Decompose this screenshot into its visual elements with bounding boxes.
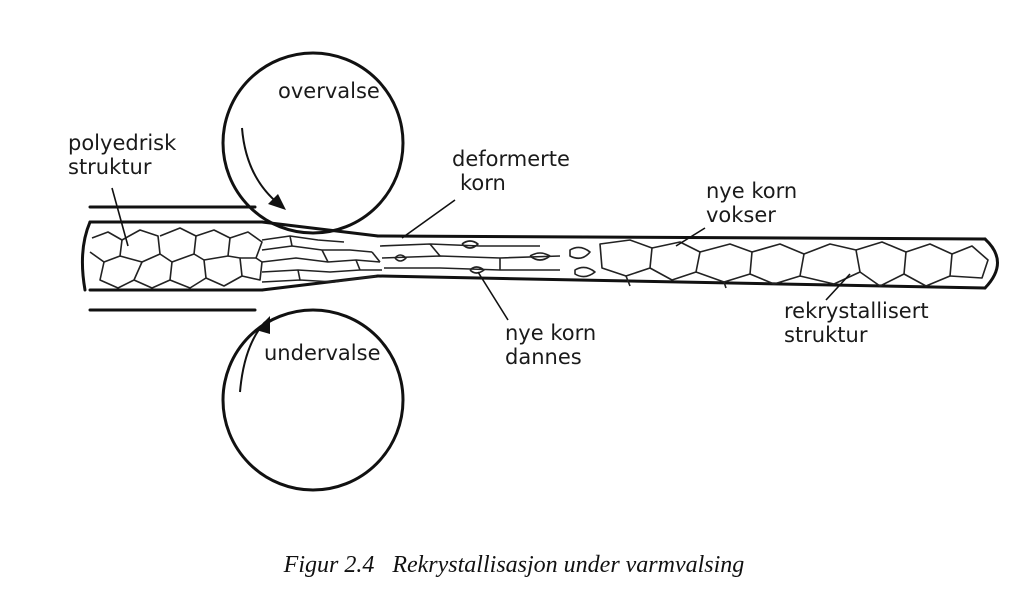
figure-caption: Figur 2.4 Rekrystallisasjon under varmva… (0, 552, 1028, 579)
upper-roll-rotation-arrow (241, 127, 281, 206)
new-grains-form-label-line2: dannes (505, 345, 582, 369)
new-grains-grow-leader-line (675, 227, 706, 247)
figure-number: Figur 2.4 (283, 552, 375, 578)
new-grains-grow-label-line2: vokser (706, 203, 776, 227)
metal-strip-outline (80, 205, 999, 312)
upper-roll-label: overvalse (278, 79, 380, 103)
recrystallized-leader-line (825, 273, 851, 301)
new-grains-form-leader-line (477, 271, 509, 321)
upper-roll-arrowhead (268, 194, 286, 210)
lower-roll (221, 308, 405, 492)
deformed-leader-line (401, 199, 456, 239)
upper-roll (221, 51, 405, 235)
deformed-grains-label-line1: deformerte (452, 147, 570, 171)
polyhedral-leader-line (111, 187, 129, 247)
recrystallized-structure-label-line2: struktur (784, 323, 868, 347)
new-grains-form-label-line1: nye korn (505, 321, 596, 345)
recrystallized-structure-label-line1: rekrystallisert (784, 299, 929, 323)
lower-roll-arrowhead (256, 316, 270, 334)
deformed-grains-label-line2: korn (460, 171, 506, 195)
new-grains-grow-label-line1: nye korn (706, 179, 797, 203)
polyhedral-structure-label-line2: struktur (68, 155, 152, 179)
figure-title: Rekrystallisasjon under varmvalsing (392, 552, 745, 578)
grain-structure (89, 227, 989, 289)
lower-roll-label: undervalse (264, 341, 381, 365)
polyhedral-structure-label-line1: polyedrisk (68, 131, 177, 155)
